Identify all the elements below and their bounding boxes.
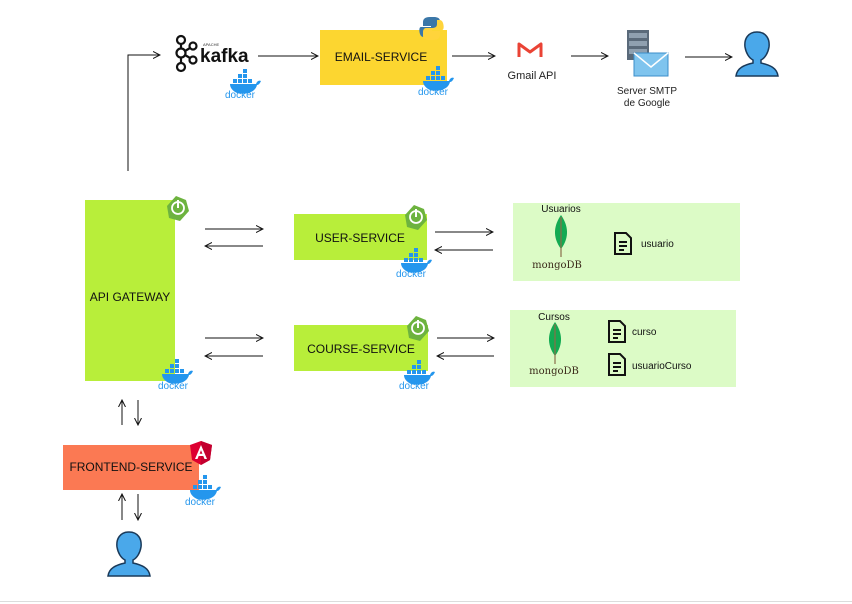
kafka-apache-label: APACHE: [203, 42, 219, 47]
user-icon-email-recipient: [735, 31, 779, 77]
docker-label: docker: [185, 497, 216, 508]
docker-logo-email: docker: [418, 66, 454, 98]
docker-label: docker: [158, 381, 189, 392]
collection-usuario-label: usuario: [641, 239, 674, 250]
docker-logo-user: docker: [396, 248, 432, 280]
kafka-logo: APACHE kafka: [175, 34, 249, 73]
api-gateway-label: API GATEWAY: [90, 290, 170, 304]
api-gateway-box: [85, 200, 175, 381]
docker-logo-kafka: docker: [225, 69, 261, 101]
docker-label: docker: [225, 90, 256, 101]
docker-label: docker: [399, 381, 430, 392]
smtp-label-line2: de Google: [624, 98, 671, 109]
usuarios-mongodb-label: mongoDB: [532, 260, 582, 271]
frontend-service-label: FRONTEND-SERVICE: [69, 460, 192, 474]
python-icon: [419, 17, 444, 40]
angular-icon: [190, 441, 212, 465]
gmail-api-label: Gmail API: [508, 70, 557, 82]
connector-lines: [122, 55, 732, 520]
collection-usuariocurso-label: usuarioCurso: [632, 361, 692, 372]
user-icon-frontend: [107, 531, 151, 577]
docker-logo-course: docker: [399, 360, 435, 392]
frontend-service-box: [63, 445, 199, 490]
course-service-label: COURSE-SERVICE: [307, 342, 415, 356]
gmail-icon: [517, 42, 543, 57]
collection-curso-label: curso: [632, 327, 657, 338]
cursos-mongodb-label: mongoDB: [529, 366, 579, 377]
docker-label: docker: [396, 269, 427, 280]
cursos-db-title: Cursos: [538, 312, 570, 323]
usuarios-db-title: Usuarios: [541, 204, 580, 215]
email-service-label: EMAIL-SERVICE: [335, 50, 427, 64]
divider: [0, 601, 852, 602]
course-service-box: [294, 325, 428, 371]
spring-icon: [166, 195, 190, 222]
docker-label: docker: [418, 87, 449, 98]
user-service-box: [294, 214, 427, 260]
docker-logo-gateway: docker: [158, 359, 193, 392]
smtp-label-line1: Server SMTP: [617, 86, 677, 97]
mail-envelope-icon: [633, 52, 669, 77]
docker-logo-frontend: docker: [185, 475, 221, 508]
kafka-label: kafka: [200, 46, 249, 67]
user-service-label: USER-SERVICE: [315, 231, 405, 245]
